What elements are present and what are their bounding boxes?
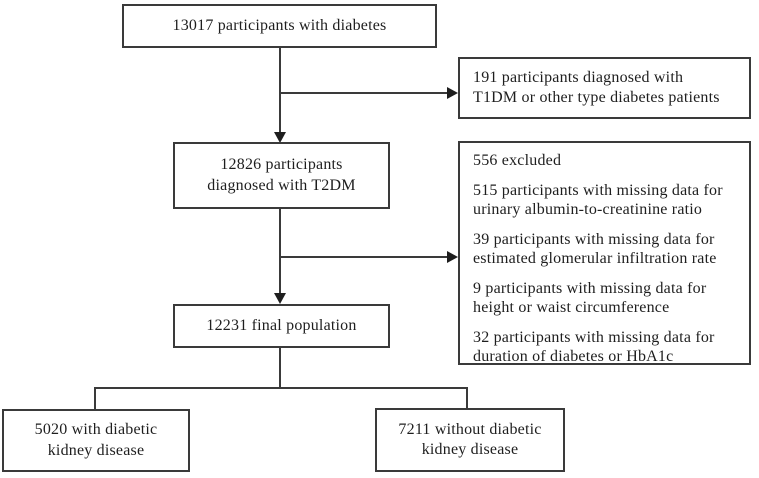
connector-total-to-t2dm xyxy=(279,48,281,134)
arrowhead-right-excluded-icon xyxy=(447,251,458,263)
node-with-dkd-label: 5020 with diabetic kidney disease xyxy=(34,421,158,459)
arrowhead-down-t2dm-icon xyxy=(274,132,286,143)
connector-branch-excluded xyxy=(279,256,447,258)
node-final-population: 12231 final population xyxy=(173,304,390,348)
excluded-item-heading: 556 excluded xyxy=(473,152,562,169)
node-t1dm-excluded: 191 participants diagnosed with T1DM or … xyxy=(458,57,751,119)
connector-branch-horizontal xyxy=(94,387,468,389)
connector-t2dm-to-final xyxy=(279,209,281,294)
node-without-dkd: 7211 without diabetic kidney disease xyxy=(375,408,565,472)
excluded-item-duration-hba1c: 32 participants with missing data for du… xyxy=(473,328,715,366)
arrowhead-right-t1dm-icon xyxy=(447,87,458,99)
connector-down-dkd xyxy=(94,387,96,410)
arrowhead-down-final-icon xyxy=(274,293,286,304)
node-t1dm-label: 191 participants diagnosed with T1DM or … xyxy=(473,68,720,106)
node-t2dm-label: 12826 participants diagnosed with T2DM xyxy=(207,156,356,194)
node-total-label: 13017 participants with diabetes xyxy=(172,16,387,34)
connector-final-down xyxy=(279,348,281,389)
node-final-label: 12231 final population xyxy=(206,316,357,334)
excluded-item-uacr: 515 participants with missing data for u… xyxy=(473,181,723,219)
connector-branch-t1dm xyxy=(279,92,447,94)
node-with-dkd: 5020 with diabetic kidney disease xyxy=(2,409,190,472)
excluded-item-height-waist: 9 participants with missing data for hei… xyxy=(473,279,707,317)
node-total-participants: 13017 participants with diabetes xyxy=(122,4,437,48)
excluded-item-egfr: 39 participants with missing data for es… xyxy=(473,230,717,268)
node-t2dm: 12826 participants diagnosed with T2DM xyxy=(173,142,390,209)
connector-down-no-dkd xyxy=(466,387,468,409)
node-excluded-details: 556 excluded 515 participants with missi… xyxy=(458,141,751,365)
node-without-dkd-label: 7211 without diabetic kidney disease xyxy=(398,420,542,458)
